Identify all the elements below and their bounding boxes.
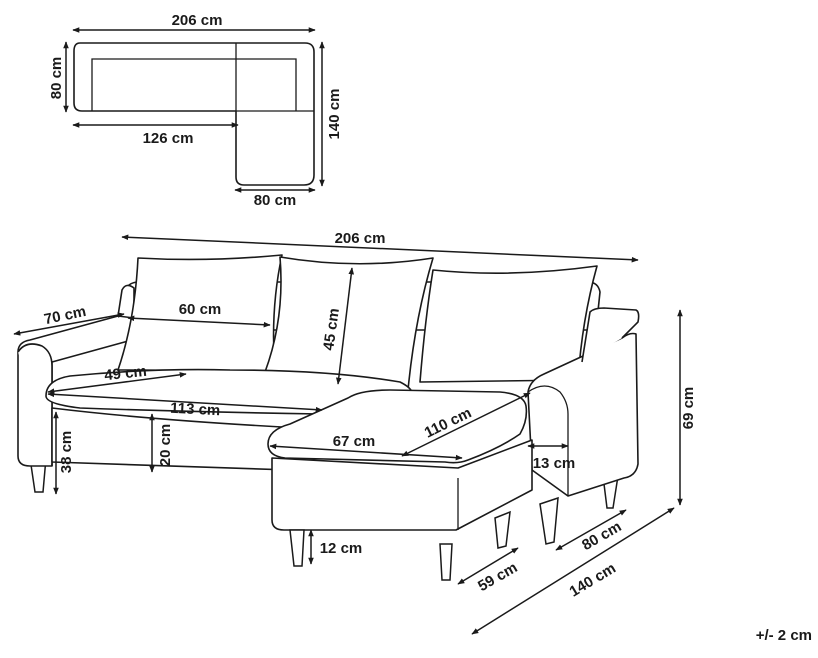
sofa-left-arm-top [17,343,53,466]
sofa-right-arm-back [581,307,640,363]
plan-outline [73,42,315,186]
back-cushion-middle [264,256,434,391]
chaise-total-depth-arrow [471,507,675,635]
total-width-label: 206 cm [335,230,386,247]
plan-seat-label: 126 cm [143,130,194,147]
sofa-right-arm [527,332,639,497]
plan-chaise-width-label: 80 cm [254,192,297,209]
back-cushion-height-label: 45 cm [320,307,343,351]
back-cushion-height-arrow [335,267,355,385]
plan-width-label: 206 cm [172,12,223,29]
chaise-width-label: 67 cm [333,433,376,450]
chaise-leg-front-left [289,529,305,567]
chaise-total-depth-label: 140 cm [567,560,619,601]
seat-width-label: 113 cm [170,400,221,420]
sofa-leg-front-right [539,496,559,545]
plan-depth-label: 80 cm [48,57,65,100]
seat-width-arrow [47,391,323,413]
arm-width-label: 13 cm [533,455,576,472]
chaise-leg-front-right [439,543,453,581]
plan-inner-line [91,58,297,111]
seat-height-label: 38 cm [58,431,75,474]
sofa-right-arm-curve [527,385,569,496]
back-cushion-width-label: 60 cm [179,301,222,318]
seat-depth-label: 49 cm [103,363,147,384]
chaise-leg-back [494,510,511,549]
cushion-height-label: 20 cm [157,424,174,467]
total-height-label: 69 cm [680,387,697,430]
back-cushion-right [419,265,598,383]
total-width-arrow [121,234,639,263]
sofa-drawing: 206 cm 70 cm 60 cm 45 cm 49 cm 113 cm 11… [13,230,697,635]
leg-height-label: 12 cm [320,540,363,557]
ottoman-depth-label: 59 cm [475,559,520,595]
plan-view: 206 cm 80 cm 126 cm 140 cm 80 cm [48,12,343,209]
chaise-base [271,439,533,531]
back-cushion-width-arrow [127,315,271,328]
seat-depth-arrow [47,372,187,394]
tolerance-note: +/- 2 cm [756,627,812,644]
arm-depth-arrow [13,312,125,336]
plan-chaise-length-label: 140 cm [326,89,343,140]
chaise-width-arrow [269,443,463,461]
sofa-base-front [51,407,301,471]
sofa-left-arm-back [117,284,135,319]
